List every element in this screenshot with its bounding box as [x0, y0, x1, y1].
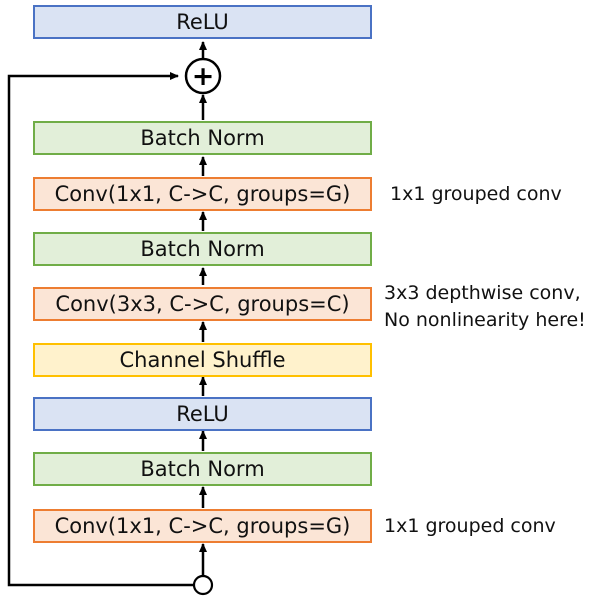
- add-symbol: +: [192, 61, 215, 92]
- add-node: [184, 57, 222, 95]
- annotation-depthwise-line2: No nonlinearity here!: [384, 309, 586, 331]
- residual-skip-path: [7, 72, 194, 587]
- batch-norm-block-2: Batch Norm: [33, 232, 372, 266]
- relu-block: ReLU: [33, 397, 372, 431]
- annotation-top-conv: 1x1 grouped conv: [390, 183, 562, 205]
- grouped-conv-block-2: Conv(1x1, C->C, groups=G): [33, 177, 372, 211]
- depthwise-conv-block: Conv(3x3, C->C, groups=C): [33, 287, 372, 321]
- annotation-bottom-conv: 1x1 grouped conv: [384, 515, 556, 537]
- batch-norm-block-1: Batch Norm: [33, 452, 372, 486]
- input-node: [192, 574, 214, 596]
- annotation-depthwise-line1: 3x3 depthwise conv,: [384, 282, 581, 304]
- channel-shuffle-block: Channel Shuffle: [33, 343, 372, 377]
- output-relu-block: ReLU: [33, 5, 372, 39]
- batch-norm-block-3: Batch Norm: [33, 121, 372, 155]
- grouped-conv-block-1: Conv(1x1, C->C, groups=G): [33, 509, 372, 543]
